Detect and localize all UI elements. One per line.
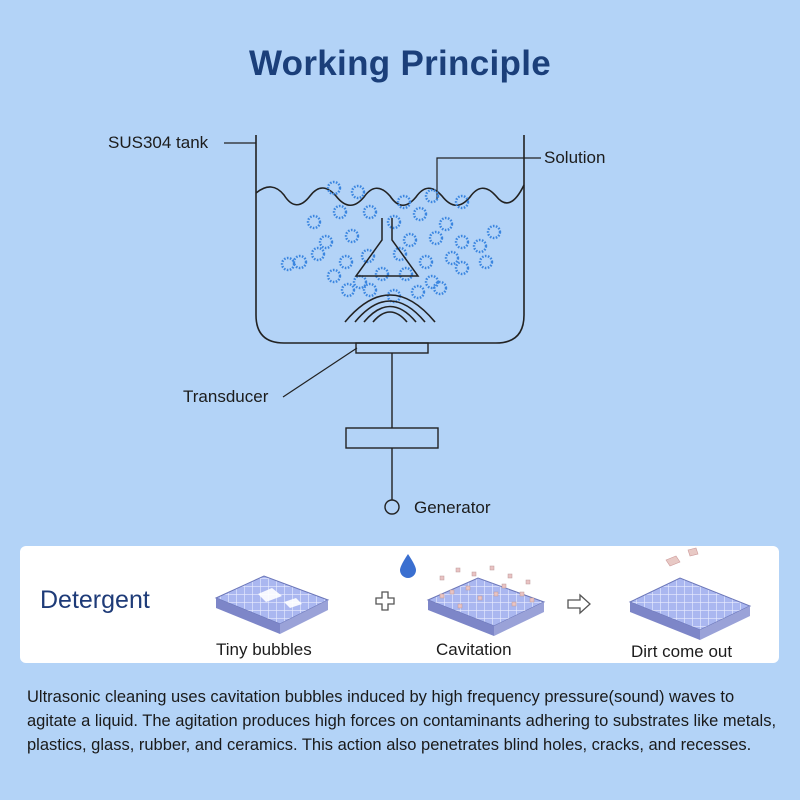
- bubble: [412, 206, 428, 222]
- water-drop-icon: [400, 554, 416, 578]
- dirt-come-out-illustration: [628, 547, 752, 640]
- cavitation-particles: [439, 565, 535, 609]
- bubble: [362, 204, 378, 220]
- cavitation-bubbles: [280, 180, 502, 304]
- transducer-leader-line: [282, 347, 358, 398]
- generator-label: Generator: [414, 498, 491, 517]
- bubble: [332, 204, 348, 220]
- page-title: Working Principle: [248, 44, 551, 83]
- description-paragraph: Ultrasonic cleaning uses cavitation bubb…: [27, 688, 777, 754]
- cavitation-particle: [471, 571, 477, 577]
- bubble: [318, 234, 334, 250]
- arrow-right-icon: [567, 593, 591, 615]
- bubble: [454, 194, 470, 210]
- cavitation-particle: [449, 589, 455, 595]
- cavitation-particle: [489, 565, 495, 571]
- bubble: [444, 250, 460, 266]
- bubble: [428, 230, 444, 246]
- ultrasonic-waves: [344, 294, 436, 323]
- bubble: [310, 246, 326, 262]
- bubble: [438, 216, 454, 232]
- bubble: [392, 246, 408, 262]
- cavitation-particle: [457, 603, 463, 609]
- bubble: [386, 214, 402, 230]
- tank-label: SUS304 tank: [108, 133, 209, 152]
- process-panel: Detergent: [20, 546, 779, 663]
- bubble: [374, 266, 390, 282]
- ultrasonic-tank-diagram: [224, 135, 541, 515]
- step-label-tiny-bubbles: Tiny bubbles: [216, 640, 312, 659]
- cavitation-particle: [529, 597, 535, 603]
- cavitation-particle: [477, 595, 483, 601]
- bubble: [362, 282, 378, 298]
- bubble: [326, 268, 342, 284]
- bubble: [292, 254, 308, 270]
- detergent-label: Detergent: [40, 586, 150, 614]
- cavitation-particle: [439, 593, 445, 599]
- tiny-bubbles-illustration: [214, 575, 330, 634]
- bubble: [432, 280, 448, 296]
- bubble: [326, 180, 342, 196]
- solution-surface: [255, 184, 525, 207]
- cavitation-illustration: [426, 565, 546, 636]
- bubble: [402, 232, 418, 248]
- bubble: [280, 256, 296, 272]
- bubble: [418, 254, 434, 270]
- flask-icon: [354, 218, 420, 277]
- bubble: [350, 184, 366, 200]
- bubble: [424, 188, 440, 204]
- cavitation-particle: [439, 575, 445, 581]
- cavitation-particle: [507, 573, 513, 579]
- process-illustrations: [214, 547, 752, 640]
- cavitation-particle: [511, 601, 517, 607]
- plus-icon: [375, 591, 395, 611]
- bubble: [396, 194, 412, 210]
- generator-terminal-icon: [384, 499, 400, 515]
- step-label-cavitation: Cavitation: [436, 640, 512, 659]
- solution-label: Solution: [544, 148, 606, 167]
- transducer-block: [355, 342, 429, 354]
- bubble: [410, 284, 426, 300]
- step-label-dirt-come-out: Dirt come out: [631, 642, 733, 661]
- bubble: [486, 224, 502, 240]
- cavitation-particle: [455, 567, 461, 573]
- bubble: [340, 282, 356, 298]
- cavitation-particle: [493, 591, 499, 597]
- bubble: [360, 248, 376, 264]
- cavitation-particle: [465, 585, 471, 591]
- cavitation-particle: [519, 591, 525, 597]
- bubble: [454, 260, 470, 276]
- generator-box: [345, 427, 439, 449]
- bubble: [398, 266, 414, 282]
- bubble: [454, 234, 470, 250]
- solution-leader-line: [436, 157, 541, 200]
- transducer-label: Transducer: [183, 387, 269, 406]
- cavitation-particle: [501, 583, 507, 589]
- bubble: [478, 254, 494, 270]
- bubble: [306, 214, 322, 230]
- cavitation-particle: [525, 579, 531, 585]
- bubble: [472, 238, 488, 254]
- bubble: [344, 228, 360, 244]
- bubble: [338, 254, 354, 270]
